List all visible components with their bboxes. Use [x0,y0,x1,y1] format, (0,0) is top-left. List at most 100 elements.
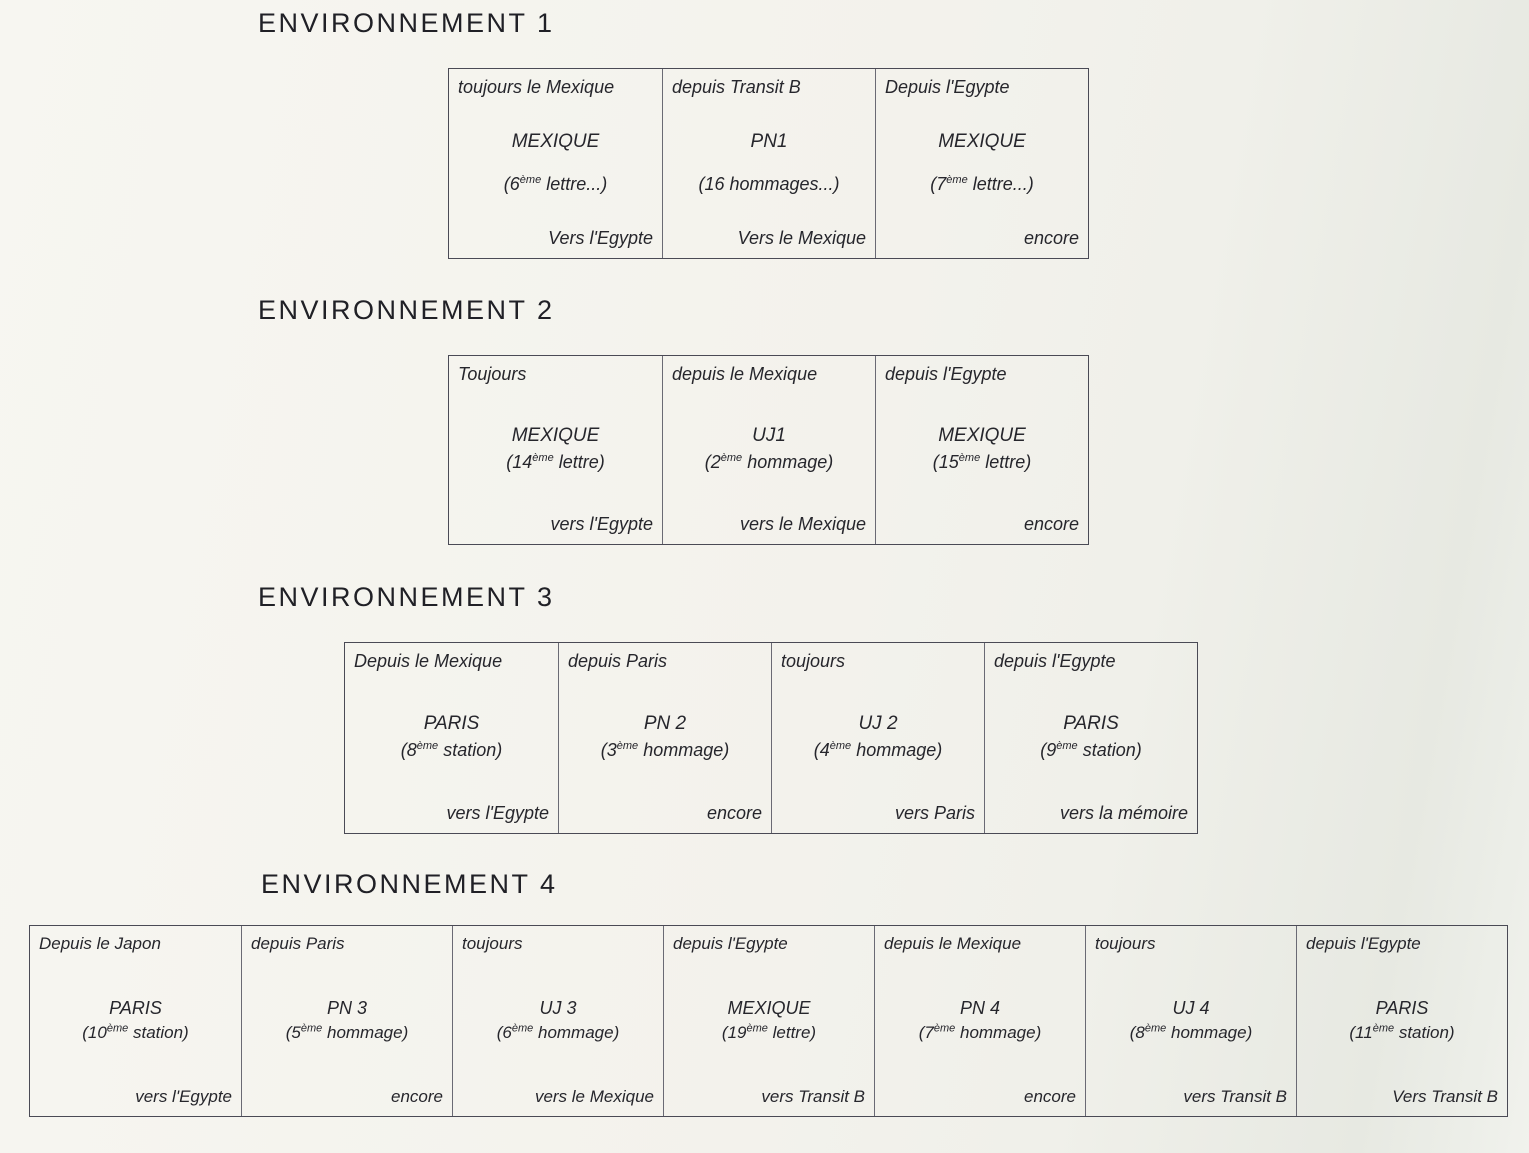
detail-ordinal-suffix: ème [958,452,981,465]
detail-ordinal-suffix: ème [746,1022,768,1035]
cell-center: PN1 (16 hommages...) [672,130,866,196]
detail-post: lettre) [980,452,1032,473]
env2-cell-3: depuis l'Egypte MEXIQUE (15ème lettre) e… [875,356,1088,544]
detail-post: hommage) [851,740,943,761]
env1-cell-1: toujours le Mexique MEXIQUE (6ème lettre… [449,69,662,258]
station-detail: (8ème station) [354,739,549,762]
cell-center: UJ 3 (6ème hommage) [462,997,654,1044]
station-detail: (19ème lettre) [673,1022,865,1044]
destination-label: Vers Transit B [1392,1086,1498,1106]
origin-label: depuis le Mexique [884,934,1022,953]
origin-label: depuis l'Egypte [885,364,1007,384]
cell-center: PN 4 (7ème hommage) [884,997,1076,1044]
cell-center: PARIS (11ème station) [1306,997,1498,1044]
detail-post: station) [1077,740,1142,761]
station-name: UJ 2 [858,713,898,735]
station-detail: (14ème lettre) [458,451,653,474]
section-title-environnement-1: ENVIRONNEMENT 1 [258,8,555,38]
origin-label: depuis Paris [568,651,668,671]
destination-label: encore [1023,227,1079,248]
station-detail: (2ème hommage) [672,451,866,474]
detail-pre: (8 [1129,1023,1145,1043]
detail-post: hommage) [955,1023,1042,1043]
cell-center: UJ1 (2ème hommage) [672,424,866,474]
station-name: PARIS [109,997,162,1018]
detail-ordinal-suffix: ème [1372,1022,1395,1035]
cell-center: MEXIQUE (14ème lettre) [458,424,653,474]
origin-label: depuis l'Egypte [1306,934,1421,953]
environnement-1-table: toujours le Mexique MEXIQUE (6ème lettre… [448,68,1089,259]
detail-post: lettre) [553,452,605,473]
env4-cell-5: depuis le Mexique PN 4 (7ème hommage) en… [874,926,1085,1116]
detail-ordinal-suffix: ème [1056,740,1078,753]
destination-label: vers Transit B [761,1086,865,1106]
origin-label: toujours [1095,934,1156,953]
destination-label: vers la mémoire [1059,802,1188,823]
detail-post: lettre...) [967,173,1034,194]
detail-post: station) [1394,1023,1455,1043]
section-title-environnement-4: ENVIRONNEMENT 4 [261,869,558,899]
origin-label: depuis l'Egypte [673,934,788,953]
detail-ordinal-suffix: ème [300,1022,323,1035]
detail-pre: (7 [930,173,947,194]
station-name: PARIS [1063,713,1119,735]
env4-cell-3: toujours UJ 3 (6ème hommage) vers le Mex… [452,926,663,1116]
origin-label: toujours le Mexique [458,77,615,97]
environnement-4-table: Depuis le Japon PARIS (10ème station) ve… [29,925,1508,1117]
station-detail: (11ème station) [1306,1022,1498,1044]
cell-center: UJ 4 (8ème hommage) [1095,997,1287,1044]
station-name: PN1 [750,130,788,152]
destination-label: encore [391,1086,443,1106]
destination-label: encore [1024,1086,1076,1106]
detail-ordinal-suffix: ème [829,740,852,753]
station-name: PN 2 [643,713,687,735]
destination-label: encore [1023,513,1079,534]
origin-label: depuis le Mexique [672,364,818,384]
detail-pre: (3 [600,740,617,761]
section-title-environnement-2: ENVIRONNEMENT 2 [258,295,555,325]
station-name: PARIS [423,713,480,735]
station-detail: (3ème hommage) [568,739,762,762]
station-detail: (8ème hommage) [1095,1022,1287,1044]
env2-cell-1: Toujours MEXIQUE (14ème lettre) vers l'E… [449,356,662,544]
detail-pre: (6 [496,1023,512,1043]
cell-center: PN 3 (5ème hommage) [251,997,443,1044]
station-name: MEXIQUE [727,997,811,1018]
env3-cell-4: depuis l'Egypte PARIS (9ème station) ver… [984,643,1197,833]
detail-post: lettre...) [541,173,608,194]
env3-cell-2: depuis Paris PN 2 (3ème hommage) encore [558,643,771,833]
detail-ordinal-suffix: ème [106,1022,129,1035]
detail-pre: (19 [721,1023,747,1043]
station-name: PN 4 [959,997,1001,1018]
cell-center: PARIS (8ème station) [354,712,549,762]
detail-pre: (2 [704,452,721,473]
station-detail: (7ème lettre...) [885,173,1079,196]
detail-pre: (5 [285,1023,301,1043]
detail-ordinal-suffix: ème [720,452,743,465]
detail-pre: (8 [400,740,417,761]
detail-post: lettre) [767,1023,817,1043]
station-name: UJ 4 [1172,997,1210,1018]
env1-cell-2: depuis Transit B PN1 (16 hommages...) Ve… [662,69,875,258]
detail-pre: (4 [813,740,830,761]
destination-label: vers l'Egypte [135,1086,232,1106]
env2-cell-2: depuis le Mexique UJ1 (2ème hommage) ver… [662,356,875,544]
station-name: UJ 3 [539,997,577,1018]
origin-label: depuis Paris [251,934,345,953]
detail-ordinal-suffix: ème [616,740,639,753]
station-detail: (16 hommages...) [672,173,866,196]
station-name: MEXIQUE [511,130,600,152]
detail-ordinal-suffix: ème [933,1022,956,1035]
env3-cell-3: toujours UJ 2 (4ème hommage) vers Paris [771,643,984,833]
origin-label: toujours [462,934,523,953]
cell-center: MEXIQUE (7ème lettre...) [885,130,1079,196]
station-name: UJ1 [752,425,786,447]
env4-cell-2: depuis Paris PN 3 (5ème hommage) encore [241,926,452,1116]
destination-label: vers le Mexique [534,1086,654,1106]
detail-ordinal-suffix: ème [519,173,542,186]
detail-ordinal-suffix: ème [511,1022,534,1035]
origin-label: depuis l'Egypte [994,651,1116,671]
station-detail: (9ème station) [994,739,1188,762]
station-detail: (5ème hommage) [251,1022,443,1044]
